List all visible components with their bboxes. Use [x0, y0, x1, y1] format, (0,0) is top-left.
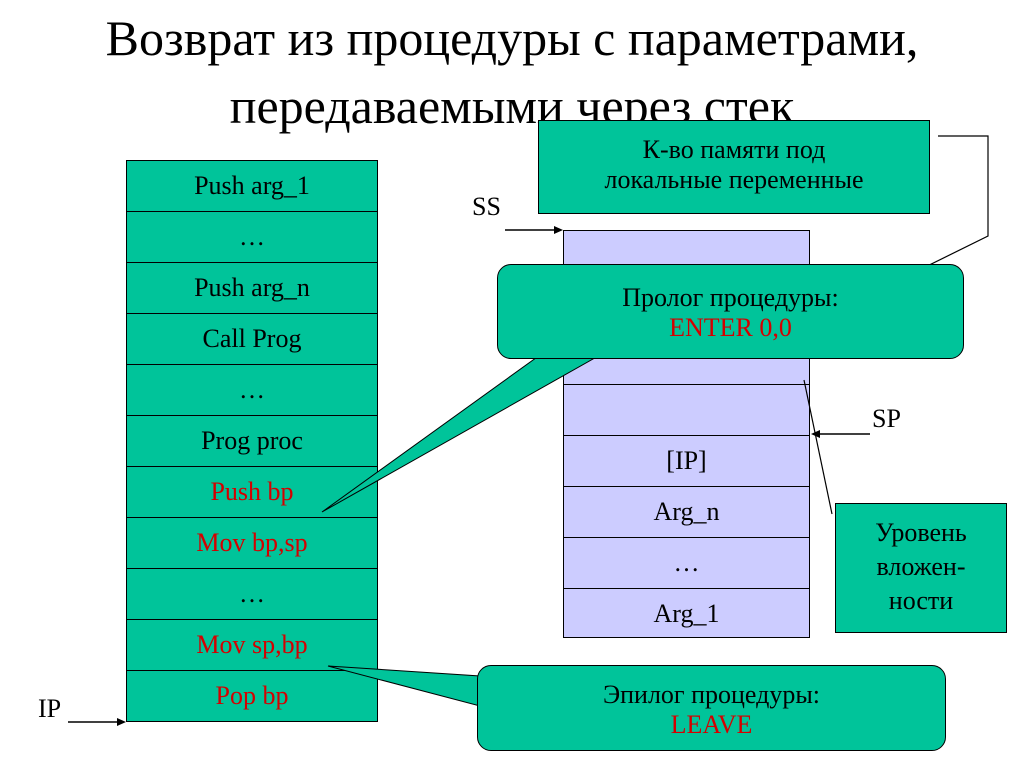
locals-line-1: К-во памяти под — [642, 135, 826, 164]
epilogue-line-2: LEAVE — [670, 710, 753, 739]
locals-callout: К-во памяти под локальные переменные — [538, 120, 930, 214]
stack-cell: Arg_n — [564, 486, 809, 537]
sp-arrow-head — [811, 430, 820, 438]
ss-arrow-head — [554, 226, 563, 234]
epilogue-pointer — [327, 665, 481, 707]
stack-cell: … — [564, 537, 809, 588]
epilogue-callout: Эпилог процедуры: LEAVE — [477, 665, 946, 751]
locals-line-2: локальные переменные — [604, 165, 864, 194]
code-row: Prog proc — [127, 416, 377, 467]
code-row: Push arg_1 — [127, 161, 377, 212]
code-row: Pop bp — [215, 681, 289, 710]
stack-cell: [IP] — [564, 435, 809, 486]
page-title: Возврат из процедуры с параметрами, пере… — [0, 4, 1024, 140]
code-row: Call Prog — [127, 314, 377, 365]
code-row: Mov sp,bp — [127, 620, 377, 671]
nesting-connector — [803, 379, 833, 515]
ip-label: IP — [38, 694, 62, 723]
nesting-line-1: Уровень — [875, 518, 967, 547]
ss-label: SS — [472, 192, 501, 221]
prologue-callout: Пролог процедуры: ENTER 0,0 — [497, 264, 964, 359]
title-line-1: Возврат из процедуры с параметрами, — [105, 10, 919, 66]
code-row: Push arg_n — [127, 263, 377, 314]
code-row: … — [127, 212, 377, 263]
epilogue-line-1: Эпилог процедуры: — [602, 680, 821, 709]
ip-arrow-head — [117, 718, 126, 726]
code-row: … — [127, 365, 377, 416]
nesting-callout: Уровень вложен- ности — [835, 503, 1007, 633]
nesting-line-3: ности — [888, 586, 954, 615]
code-row: Push bp — [127, 467, 377, 518]
code-row: Mov bp,sp — [127, 518, 377, 569]
stack-cell: Arg_1 — [564, 588, 809, 638]
code-row: … — [127, 569, 377, 620]
stack-cell-divider — [564, 384, 809, 435]
nesting-line-2: вложен- — [876, 552, 966, 581]
prologue-pointer — [321, 354, 602, 513]
sp-label: SP — [872, 404, 901, 433]
prologue-line-1: Пролог процедуры: — [622, 283, 839, 312]
prologue-line-2: ENTER 0,0 — [669, 313, 792, 342]
